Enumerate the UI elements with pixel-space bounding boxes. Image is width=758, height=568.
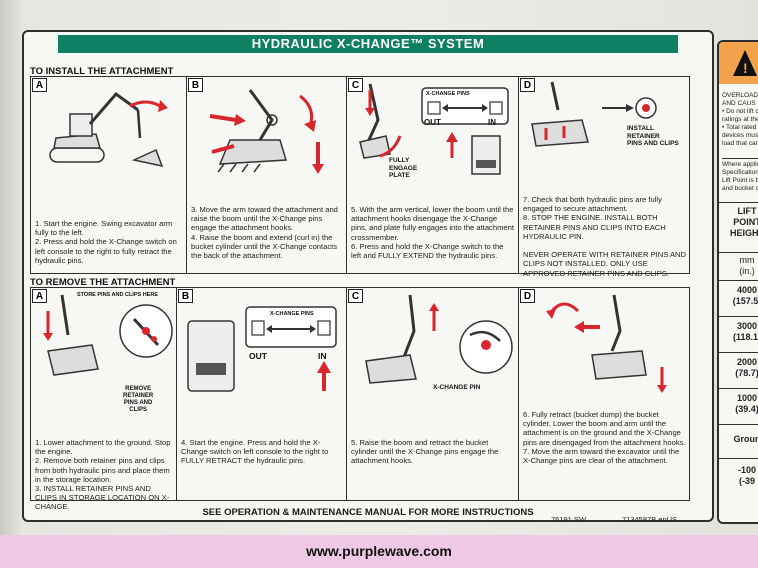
step-letter: B <box>178 289 193 303</box>
switch-retract-illustration <box>180 291 343 401</box>
retainer-storage-illustration <box>34 291 173 401</box>
bucket-dump-illustration <box>522 291 688 401</box>
manual-note: SEE OPERATION & MAINTENANCE MANUAL FOR M… <box>202 507 534 518</box>
xchange-pins-label: X-CHANGE PINS <box>426 91 470 97</box>
watermark-strip: www.purplewave.com <box>0 535 758 568</box>
fully-engage-plate-label: FULLY ENGAGE PLATE <box>389 157 418 179</box>
install-steps-grid: A 1. Start the engine. Swing excavator a… <box>30 76 691 278</box>
retainer-pins-illustration <box>522 80 688 180</box>
remove-steps-grid: A STORE PINS AND CLIPS HERE REMOVE RETAI… <box>30 287 691 511</box>
overload-warning-decal: ! OVERLOAD C AND CAUS • Do not lift or h… <box>717 40 758 524</box>
install-step-b: B 3. Move the arm toward the attachment … <box>187 77 347 273</box>
remove-step-c-text: 5. Raise the boom and retract the bucket… <box>351 438 499 466</box>
part-code-right: 7134587B enUS <box>622 515 678 524</box>
install-retainer-label: INSTALL RETAINER PINS AND CLIPS <box>627 125 679 147</box>
arm-attach-illustration <box>190 80 343 180</box>
store-pins-label: STORE PINS AND CLIPS HERE <box>77 292 158 298</box>
out-label-2: OUT <box>249 351 267 361</box>
lift-units: mm (in.) <box>719 252 758 280</box>
in-label-2: IN <box>318 351 327 361</box>
remove-step-c: C X-CHANGE PIN 5. Raise the boom and ret… <box>347 288 519 500</box>
install-step-a-text: 1. Start the engine. Swing excavator arm… <box>35 219 177 265</box>
lift-row-3000: 3000 (118.1) <box>719 316 758 352</box>
remove-step-b: B X-CHANGE PINS OUT IN 4. Start th <box>177 288 347 500</box>
xchange-pins-label-2: X-CHANGE PINS <box>270 311 314 317</box>
lift-row-minus-1000: -100 (-39 <box>719 458 758 498</box>
step-letter: D <box>520 78 535 92</box>
switch-extend-illustration <box>350 80 515 180</box>
out-label: OUT <box>424 118 441 127</box>
pin-engage-illustration <box>350 291 515 401</box>
lift-point-header: LIFT POINT HEIGHT <box>719 202 758 252</box>
lift-row-4000: 4000 (157.5) <box>719 280 758 316</box>
step-letter: B <box>188 78 203 92</box>
part-code-left: 76191 SW <box>551 515 587 524</box>
step-letter: D <box>520 289 535 303</box>
install-step-d-text: 7. Check that both hydraulic pins are fu… <box>523 195 687 278</box>
lift-point-note: Where applica Specifications Lift Point … <box>722 158 758 193</box>
lift-row-ground: Groun <box>719 424 758 458</box>
overload-warning-text: OVERLOAD C AND CAUS • Do not lift or h r… <box>722 92 758 147</box>
remove-step-b-text: 4. Start the engine. Press and hold the … <box>181 438 329 466</box>
step-letter: A <box>32 78 47 92</box>
install-step-c-text: 5. With the arm vertical, lower the boom… <box>351 205 514 261</box>
remove-step-d: D 6. Fully retract (bucket dump) the buc… <box>519 288 691 500</box>
in-label: IN <box>488 118 496 127</box>
svg-text:!: ! <box>743 60 748 76</box>
remove-retainer-label: REMOVE RETAINER PINS AND CLIPS <box>123 386 154 413</box>
excavator-illustration <box>34 80 183 180</box>
warning-band: ! <box>719 42 758 84</box>
xchange-pin-label: X-CHANGE PIN <box>433 384 481 391</box>
decal-title: HYDRAULIC X-CHANGE™ SYSTEM <box>58 35 678 53</box>
install-step-a: A 1. Start the engine. Swing excavator a… <box>31 77 187 273</box>
lift-row-1000: 1000 (39.4) <box>719 388 758 424</box>
remove-header: TO REMOVE THE ATTACHMENT <box>30 277 176 288</box>
step-letter: C <box>348 78 363 92</box>
step-letter: C <box>348 289 363 303</box>
xchange-instruction-decal: HYDRAULIC X-CHANGE™ SYSTEM TO INSTALL TH… <box>22 30 714 524</box>
watermark-text: www.purplewave.com <box>306 543 452 559</box>
remove-step-d-text: 6. Fully retract (bucket dump) the bucke… <box>523 410 686 466</box>
remove-step-a: A STORE PINS AND CLIPS HERE REMOVE RETAI… <box>31 288 177 511</box>
lift-row-2000: 2000 (78.7) <box>719 352 758 388</box>
install-step-d: D INSTALL RETAINER PINS AND CLIPS 7. Che… <box>519 77 691 278</box>
install-step-c: C <box>347 77 519 273</box>
install-header: TO INSTALL THE ATTACHMENT <box>30 66 174 77</box>
install-step-b-text: 3. Move the arm toward the attachment an… <box>191 205 338 261</box>
step-letter: A <box>32 289 47 303</box>
remove-step-a-text: 1. Lower attachment to the ground. Stop … <box>35 438 171 512</box>
